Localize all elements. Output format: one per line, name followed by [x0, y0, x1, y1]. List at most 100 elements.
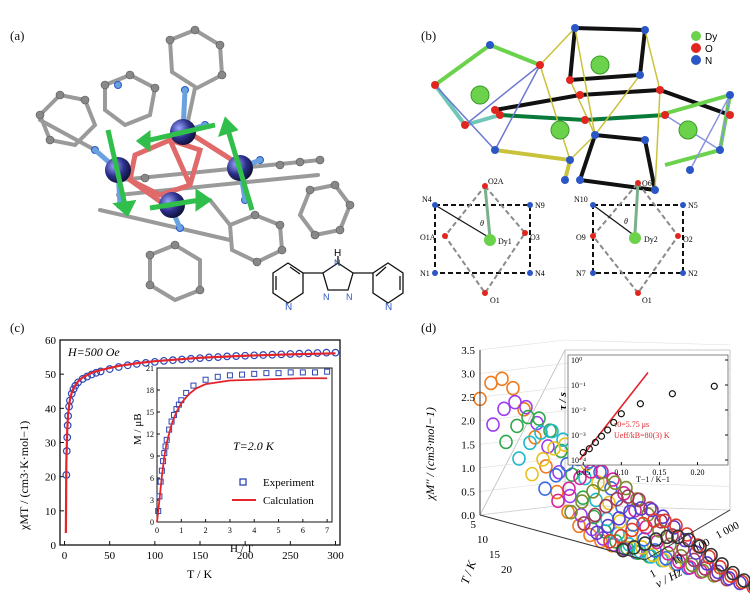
coord2-top: O6	[642, 179, 652, 188]
coord2-br: N2	[688, 269, 698, 278]
chart-d-series-point	[517, 402, 531, 417]
chart-d-temp-tick-label: 15	[489, 549, 501, 561]
chart-d-series-point	[486, 417, 500, 432]
inset-c-experiment-point	[202, 376, 209, 383]
chart-d-series-point	[564, 504, 578, 520]
inset-d-ytick-label: 10⁻²	[571, 406, 586, 415]
coord2-bl: N7	[576, 269, 586, 278]
inset-c-xtick-label: 4	[252, 526, 256, 535]
chart-d-zgrid	[479, 481, 566, 492]
chart-d-series-point	[724, 568, 738, 583]
chart-d-series-point	[583, 527, 597, 543]
chart-d-ylabel: χM'' / (cm3·mol−1)	[423, 407, 437, 501]
coord1-tr: N9	[535, 201, 545, 210]
chart-d-series-point	[625, 522, 639, 538]
inset-c-experiment-point	[251, 370, 258, 377]
inset-c-experiment-point	[311, 369, 318, 376]
inset-c-experiment-point	[263, 370, 270, 377]
chart-d-series-point	[634, 501, 648, 516]
chart-d-series-point	[538, 481, 552, 496]
ligand-n2: N	[334, 258, 341, 268]
chart-d-series-point	[647, 513, 661, 528]
chart-d-ztick-label: 1.0	[461, 463, 475, 475]
inset-d-xtick-label: 0.05	[576, 468, 590, 477]
chart-d-series-point	[606, 472, 620, 487]
chart-d-series-point	[545, 423, 559, 439]
ligand-n3: N	[323, 292, 330, 302]
legend-n-label: N	[705, 56, 712, 67]
chart-d-freq-tick-label: 1 000	[714, 519, 742, 541]
coord2-r: O2	[683, 235, 693, 244]
inset-c-legend-exp-label: Experiment	[263, 477, 314, 489]
coordination-dy2: O6 N5 O2 N2 O1 N7 O9 N10 Dy2 θ	[574, 179, 698, 305]
chart-d-series-point	[551, 493, 565, 509]
chart-d-series-point	[497, 401, 511, 417]
chart-d-series-point	[614, 528, 628, 544]
chart-d-series-point	[665, 528, 679, 543]
inset-c-ytick-label: 0	[150, 518, 154, 527]
coord2-theta: θ	[624, 217, 628, 226]
chart-d-temp-tick-label: 5	[471, 519, 477, 531]
panel-label-a: (a)	[10, 28, 25, 43]
chart-d-series-point	[495, 371, 509, 387]
chart-d-series-point	[660, 529, 674, 545]
inset-c-experiment-point	[299, 369, 306, 376]
chart-d-series-point	[521, 409, 535, 425]
inset-c-xtick-label: 7	[325, 526, 329, 535]
inset-d-xtick-label: 0.15	[652, 468, 666, 477]
chart-d-zgrid	[479, 339, 566, 351]
inset-d-annotation2: Ueff/kB=80(3) K	[614, 431, 670, 440]
chart-d-ztick-label: 2.0	[461, 416, 475, 428]
chart-d-zgrid	[479, 433, 566, 445]
chart-d-ztick-label: 2.5	[461, 392, 475, 404]
inset-c-temp-label: T=2.0 K	[233, 439, 275, 453]
inset-d-xtick-label: 0.10	[614, 468, 628, 477]
coord1-top: O2A	[488, 177, 504, 186]
inset-d-point	[579, 448, 587, 457]
inset-c-experiment-point	[226, 372, 233, 379]
chart-d-series-point	[632, 492, 646, 508]
inset-d-ytick-label: 10⁻¹	[571, 381, 586, 390]
chart-d-series-point	[619, 480, 633, 496]
legend-dy-marker	[691, 31, 701, 41]
inset-c-legend-exp-marker	[239, 478, 247, 486]
panel-label-d: (d)	[421, 320, 437, 335]
inset-c-legend-calc-label: Calculation	[263, 495, 314, 507]
inset-c-xtick-label: 6	[301, 526, 305, 535]
inset-d-point	[636, 400, 644, 408]
coord1-tl: N4	[422, 195, 432, 204]
inset-d-ytick-label: 10⁻³	[571, 431, 586, 440]
chart-d-ztick-label: 3.0	[461, 369, 475, 381]
chart-d-zgrid	[564, 339, 731, 346]
chart-d-series-point	[519, 399, 533, 415]
inset-c-xtick-label: 0	[155, 526, 159, 535]
coord1-l: O1A	[420, 233, 436, 242]
chart-d-ztick-label: 0.5	[461, 486, 475, 498]
chart-d-series-point	[669, 518, 683, 534]
inset-d-point	[597, 432, 606, 440]
chart-c-xtick-label: 200	[237, 550, 254, 562]
ligand-n4: N	[346, 292, 353, 302]
ligand-h: H	[334, 248, 341, 259]
chart-c-calculation-line	[64, 352, 336, 534]
chart-c-xtick-label: 300	[327, 550, 344, 562]
chart-c-xlabel: T / K	[187, 567, 212, 581]
chart-d-series-point	[534, 425, 548, 440]
chart-c-ytick-label: 50	[45, 369, 57, 381]
chart-d-series-point	[525, 466, 539, 482]
chart-d-temp-tick-label: 20	[501, 564, 513, 576]
ligand-n1: N	[285, 302, 292, 313]
chart-d-series-point	[601, 518, 615, 534]
chart-d-series-point	[506, 380, 520, 396]
chart-d-series-point	[512, 451, 526, 466]
chart-c-ytick-label: 30	[45, 438, 57, 450]
panel-label-c: (c)	[10, 320, 25, 335]
chart-d-series-point	[588, 507, 602, 523]
chart-d-series-point	[523, 435, 537, 451]
chart-d-series-point	[713, 559, 727, 575]
chart-d-series-point	[645, 502, 659, 518]
chart-d-zgrid	[479, 363, 566, 374]
inset-c-ytick-label: 12	[146, 430, 154, 439]
chart-d-series-point	[484, 375, 498, 391]
inset-d-xtick-label: 0.20	[691, 468, 705, 477]
